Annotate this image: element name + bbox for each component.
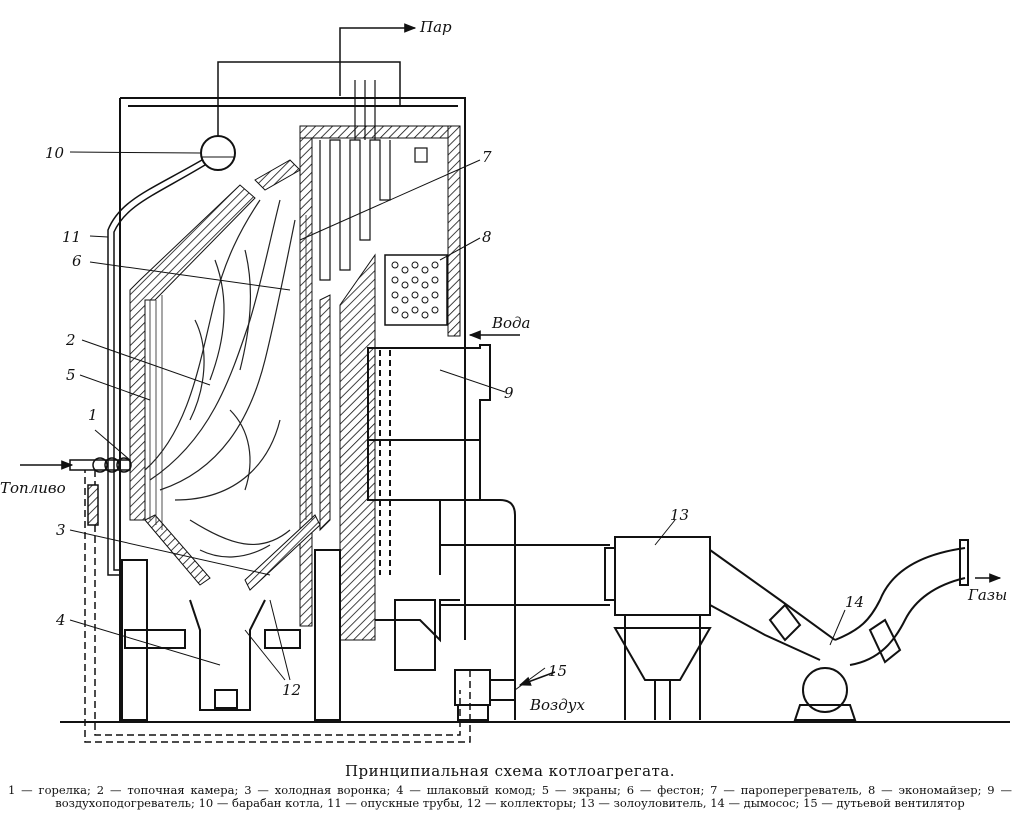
num-11: 11 — [62, 228, 81, 246]
num-6: 6 — [72, 252, 82, 270]
smoke-exhauster — [793, 539, 969, 721]
air-heater — [367, 344, 516, 720]
slag-pit — [124, 599, 301, 711]
air-inlet-arrow — [518, 671, 556, 686]
num-2: 2 — [65, 331, 76, 349]
leader-lines — [69, 151, 846, 691]
support-columns — [121, 549, 341, 721]
boiler-drum — [200, 135, 236, 171]
num-7: 7 — [482, 148, 492, 166]
exhauster-duct — [709, 549, 836, 661]
caption-title: Принципиальная схема котлоагрегата. — [344, 762, 676, 780]
num-15: 15 — [548, 662, 567, 680]
num-4: 4 — [55, 611, 66, 629]
label-steam: Пар — [419, 18, 452, 36]
flue-duct — [440, 544, 610, 606]
label-fuel: Топливо — [0, 479, 66, 497]
num-1: 1 — [88, 406, 98, 424]
num-10: 10 — [45, 144, 65, 162]
boiler-schematic: Пар Вода Топливо Воздух Газы 1 2 3 4 5 6… — [0, 18, 1010, 743]
num-5: 5 — [66, 366, 76, 384]
label-air: Воздух — [529, 696, 585, 714]
downcomer-tubes — [107, 159, 206, 576]
num-12: 12 — [282, 681, 301, 699]
boiler-casing — [119, 97, 466, 722]
figure-caption: Принципиальная схема котлоагрегата. 1 — … — [0, 762, 1020, 810]
num-14: 14 — [845, 593, 864, 611]
label-gases: Газы — [967, 586, 1007, 604]
air-duct — [84, 470, 471, 743]
label-water: Вода — [491, 314, 531, 332]
steam-outlet — [339, 23, 417, 96]
furnace-chamber — [129, 159, 331, 591]
caption-legend: 1 — горелка; 2 — топочная камера; 3 — хо… — [8, 783, 1012, 810]
num-8: 8 — [482, 228, 492, 246]
burner — [69, 457, 132, 526]
dust-collector — [604, 536, 712, 720]
num-9: 9 — [504, 384, 514, 402]
superheater — [319, 80, 428, 281]
economizer — [384, 254, 448, 326]
num-3: 3 — [56, 521, 66, 539]
flame — [144, 199, 296, 558]
num-13: 13 — [670, 506, 689, 524]
blower-fan — [454, 669, 516, 721]
steam-line — [217, 61, 401, 136]
